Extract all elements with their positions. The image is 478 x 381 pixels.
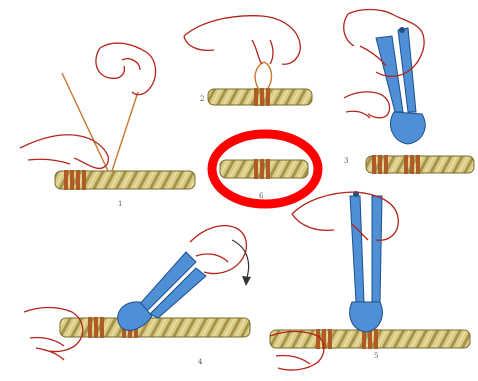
hand-icon — [190, 226, 246, 274]
hand-icon — [344, 92, 390, 118]
hand-icon — [20, 135, 108, 169]
wire-loop — [255, 62, 271, 88]
pliers-icon — [376, 27, 425, 144]
step-number-2: 2 — [200, 95, 204, 103]
step-6-panel: 6 — [212, 134, 318, 204]
seizing-wire — [254, 159, 270, 179]
step-number-4: 4 — [198, 358, 203, 366]
hand-icon — [292, 192, 398, 240]
step-number-3: 3 — [344, 157, 348, 165]
seizing-wire — [254, 88, 270, 106]
hand-icon — [184, 16, 300, 65]
pliers-icon — [350, 191, 383, 332]
step-2-panel: 2 — [184, 16, 312, 106]
wire-strands — [62, 73, 138, 171]
step-5-panel: 5 — [270, 191, 470, 370]
step-4-panel: 4 — [24, 226, 251, 366]
step-number-6: 6 — [259, 192, 264, 200]
step-number-1: 1 — [118, 200, 122, 208]
step-3-panel: 3 — [344, 10, 474, 175]
hand-icon — [96, 43, 156, 95]
step-number-5: 5 — [374, 352, 378, 360]
rotate-arrow-head — [242, 276, 251, 286]
step-1-panel: 1 — [20, 43, 195, 208]
